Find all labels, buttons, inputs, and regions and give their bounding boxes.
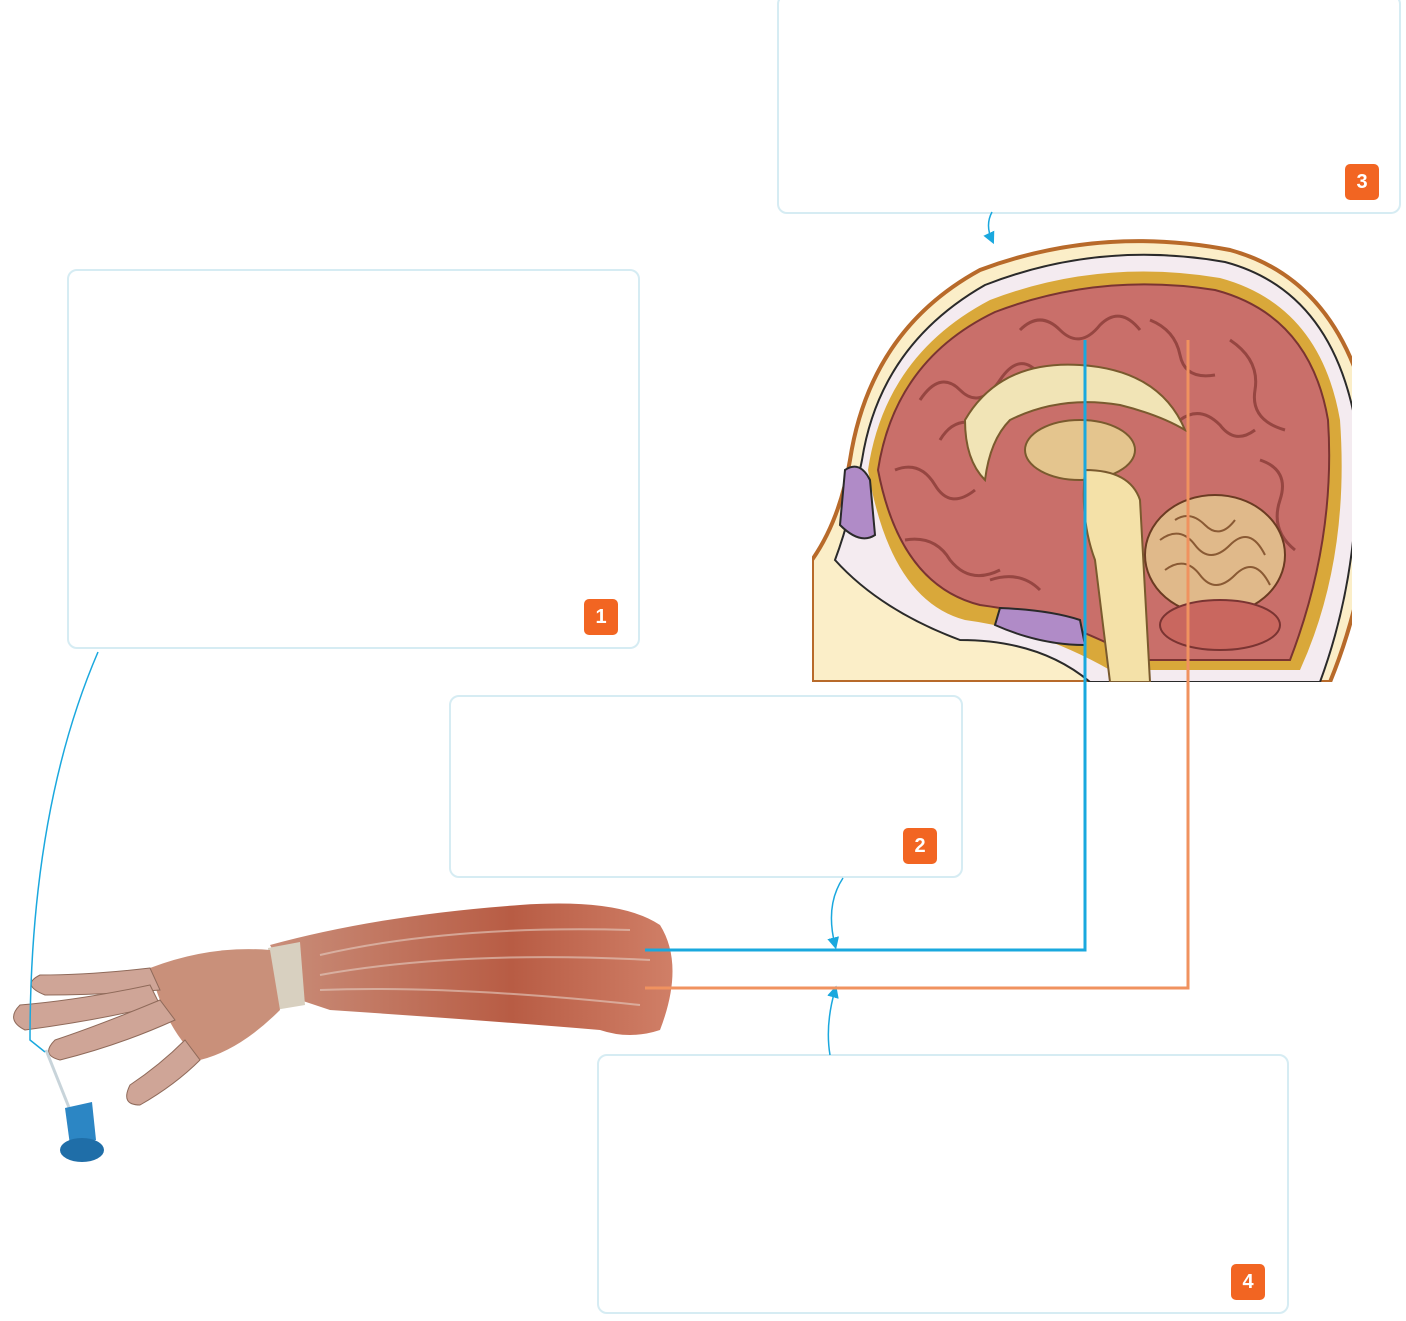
box4-to-arm-arrow <box>828 990 835 1055</box>
forearm-muscle-illustration <box>14 904 673 1105</box>
box2-to-arm-arrow <box>831 878 843 945</box>
brain-sagittal-illustration <box>812 232 1372 682</box>
push-pin-icon <box>46 1050 104 1162</box>
